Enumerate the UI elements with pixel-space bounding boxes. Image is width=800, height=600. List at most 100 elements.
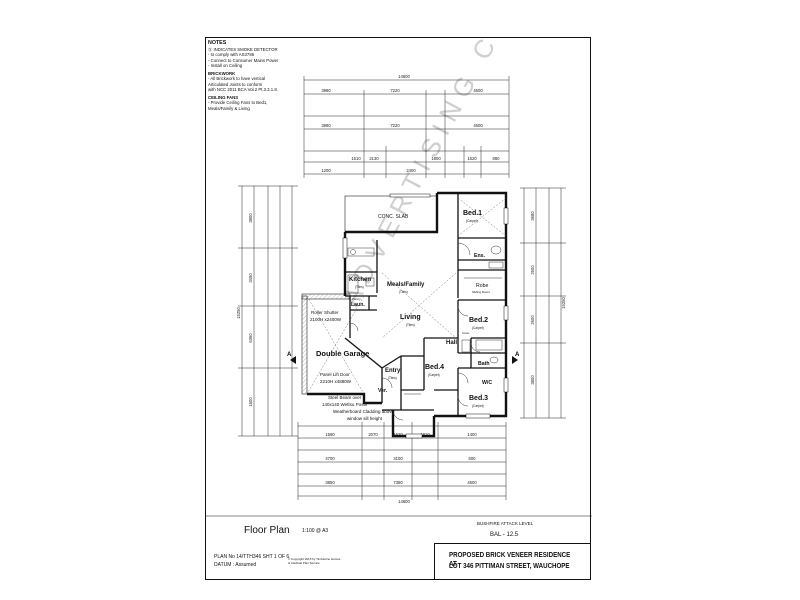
notes-line: CEILING FANS <box>208 94 239 100</box>
room-label-bed2: Bed.2 <box>469 317 488 324</box>
notes-line: Meals/Family & Living <box>208 105 250 111</box>
floor-finish: (Tiles) <box>406 323 415 327</box>
dim-value: 2400 <box>406 168 416 173</box>
dim-value: 3800 <box>530 375 535 385</box>
section-markers: A A <box>287 352 520 364</box>
room-label-garage: Double Garage <box>316 349 369 358</box>
dim-value: 1510 <box>351 156 361 161</box>
dim-value: 1800 <box>431 156 441 161</box>
fixtures <box>347 245 504 395</box>
notes-line: BRICKWORK <box>208 70 236 76</box>
room-label-meals-family: Meals/Family <box>387 282 425 288</box>
copyright-note: © Copyright 2015 by Timberline Homes & C… <box>288 557 341 565</box>
dim-value: 1590 <box>325 432 335 437</box>
notes-line: - All Brickwork to have vertical <box>208 76 266 82</box>
windows <box>342 193 509 439</box>
internal-walls <box>344 193 506 416</box>
dim-value: 4700 <box>325 456 335 461</box>
dim-value: 2130 <box>369 156 379 161</box>
panel-lift-door-label: Panel Lift Door <box>320 372 350 377</box>
section-mark-left: A <box>287 352 292 358</box>
room-label-ens: Ens. <box>474 253 486 259</box>
section-mark-right: A <box>515 352 520 358</box>
roller-shutter-label: Roller Shutter <box>311 310 339 315</box>
dim-value: 3850 <box>325 480 335 485</box>
dim-value: 880 <box>493 156 501 161</box>
notes-block: NOTES Ⓢ INDICATES SMOKE DETECTOR - to co… <box>208 40 296 111</box>
notes-line: Articulated Joints to conform <box>208 81 263 87</box>
ceiling-lines <box>306 197 507 395</box>
dim-overall-left: 15250 <box>236 307 241 319</box>
room-label-robe: Robe <box>476 283 489 289</box>
room-label-kitchen: Kitchen <box>349 277 371 283</box>
dim-overall-bottom: 14600 <box>398 499 410 504</box>
room-label-laun: Laun. <box>351 302 365 308</box>
room-label-bed3: Bed.3 <box>469 395 488 402</box>
project-title-line1: PROPOSED BRICK VENEER RESIDENCE AT <box>449 550 571 568</box>
room-label-ver: Ver. <box>378 388 388 394</box>
dim-value: 1400 <box>467 432 477 437</box>
floor-finish: (Tiles) <box>355 285 364 289</box>
dim-value: 3800 <box>248 213 253 223</box>
floor-finish: (Carpet) <box>428 373 440 377</box>
room-label-bed1: Bed.1 <box>463 210 482 217</box>
dim-value: 6360 <box>248 333 253 343</box>
plan-title: Floor Plan <box>244 525 290 536</box>
left-dimension-lines <box>238 185 298 437</box>
bottom-dimension-lines <box>297 422 507 500</box>
notes-line: - Connect to Consumer Mains Power <box>208 57 279 63</box>
dim-value: 7220 <box>390 88 400 93</box>
dim-value: 2600 <box>530 265 535 275</box>
dim-value: 3680 <box>530 211 535 221</box>
notes-heading: NOTES <box>208 40 227 46</box>
title-divider-vertical <box>434 543 435 579</box>
room-label-bed4: Bed.4 <box>425 364 444 371</box>
room-label-hall: Hall <box>446 340 457 346</box>
wettsu-posts-label: 140x140 Wettsu Posts <box>322 402 368 407</box>
floor-finish: (Tiles) <box>399 290 408 294</box>
window-sill-label: window sill height <box>347 416 383 421</box>
bal-value: BAL - 12.5 <box>490 532 519 538</box>
notes-line: - Install on Ceiling <box>208 63 243 69</box>
dim-value: 3980 <box>321 88 331 93</box>
datum: DATUM : Assumed <box>214 562 257 568</box>
robe-sliding-doors: Sliding Doors <box>472 290 490 294</box>
dim-value: 2600 <box>530 315 535 325</box>
plan-scale: 1:100 @ A3 <box>302 528 329 534</box>
dim-value: 1620 <box>393 432 403 437</box>
roller-shutter-size: 2100H x2400W <box>310 317 342 322</box>
room-label-pantry: Pantry <box>352 297 361 301</box>
dim-value: 600 <box>469 456 477 461</box>
room-label-linen: Linen <box>462 331 470 335</box>
dim-value: 4500 <box>467 480 477 485</box>
dim-value: 3100 <box>393 456 403 461</box>
notes-line: with NCC 2011 BCA Vol.2 Pt.3.3.1.8. <box>208 87 278 93</box>
floor-finish: (Carpet) <box>472 404 484 408</box>
room-labels: Bed.1 (Carpet) Ens. Robe Sliding Doors B… <box>316 210 492 408</box>
right-dimension-text: 15250 3680 2600 2600 3800 <box>530 211 566 385</box>
project-title-line2: LOT 346 PITTIMAN STREET, WAUCHOPE <box>449 561 570 570</box>
plan-number: PLAN No 14/TTH346 SHT 1 OF 6 <box>214 554 290 560</box>
dim-value: 1600 <box>248 397 253 407</box>
dim-value: 3980 <box>321 123 331 128</box>
weatherboard-label: Weatherboard Cladding above <box>333 409 394 414</box>
dim-value: 2070 <box>368 432 378 437</box>
notes-line: Ⓢ INDICATES SMOKE DETECTOR <box>208 46 278 52</box>
bal-level-label: BUSHFIRE ATTACK LEVEL <box>477 521 534 526</box>
bottom-dimension-text: 1590 2070 1620 1810 1400 4700 3100 600 3… <box>325 432 477 504</box>
plan-annotations: Roller Shutter 2100H x2400W Panel Lift D… <box>310 310 394 421</box>
dim-value: 1200 <box>321 168 331 173</box>
dim-value: 1620 <box>467 156 477 161</box>
dim-value: 4500 <box>473 88 483 93</box>
dim-value: 7360 <box>393 480 403 485</box>
conc-slab-label: CONC. SLAB <box>378 214 409 220</box>
dim-overall-top: 14600 <box>398 74 410 79</box>
room-label-bath: Bath <box>478 361 490 367</box>
left-dimension-text: 15250 3800 3450 6360 1600 <box>236 213 253 407</box>
dim-value: 3450 <box>248 273 253 283</box>
steel-beam-label: Steel Beam over <box>328 395 362 400</box>
top-dimension-lines <box>303 76 510 178</box>
right-dimension-lines <box>520 187 566 419</box>
room-label-wc: W/C <box>482 380 492 386</box>
dim-value: 4500 <box>473 123 483 128</box>
